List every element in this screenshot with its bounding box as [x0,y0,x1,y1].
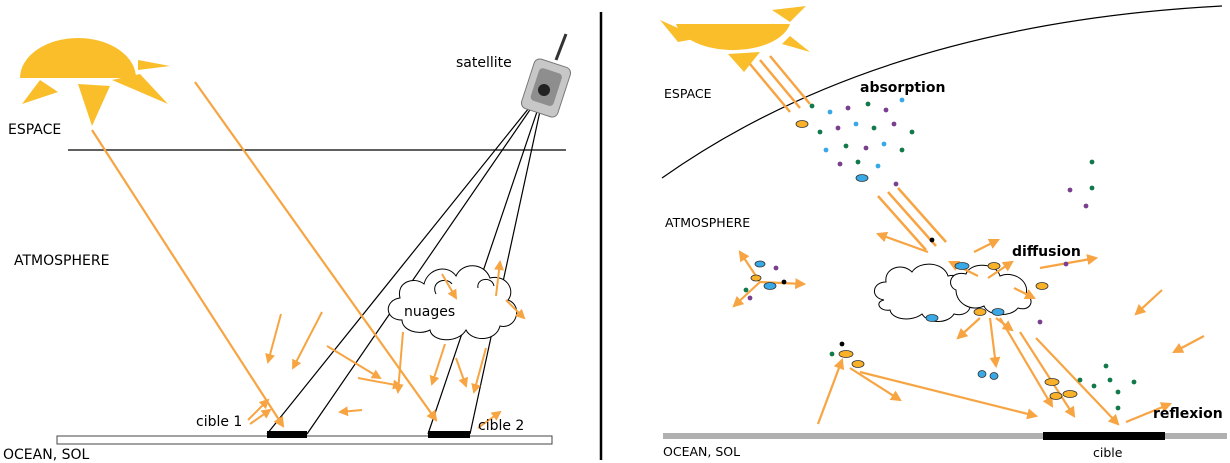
incoming-sun-rays [91,81,438,428]
satellite-label: satellite [456,55,512,71]
right-panel: ESPACE ATMOSPHERE absorption diffusion r… [660,5,1227,460]
clouds-label: nuages [404,304,455,320]
target-1-mark [267,431,307,438]
left-atmosphere-label: ATMOSPHERE [14,253,109,269]
diffusion-label: diffusion [1012,244,1081,260]
target-mark [1043,432,1165,440]
target-1-label: cible 1 [196,414,242,430]
left-espace-label: ESPACE [8,122,61,138]
sun-icon [660,6,810,72]
cloud-icon [387,265,518,341]
reflection-label: reflexion [1153,406,1223,422]
right-atmosphere-label: ATMOSPHERE [665,215,750,230]
left-ocean-ground-label: OCEAN, SOL [3,447,89,463]
right-ocean-ground-label: OCEAN, SOL [663,444,740,459]
target-2-label: cible 2 [478,418,524,434]
incoming-triple-ray [749,55,947,251]
scattered-rays [247,260,526,429]
absorption-label: absorption [860,80,945,96]
satellite-icon [520,33,572,118]
surface-particles [829,341,1137,411]
scattering-rays [732,231,1205,426]
target-label: cible [1093,445,1123,460]
sun-icon [20,38,170,126]
ground-bar [663,433,1227,439]
left-panel: ESPACE ATMOSPHERE satellite nuages cible… [3,33,572,463]
absorption-particles [795,97,1095,209]
satellite-view-lines [266,87,546,435]
cloud-icon [874,263,1032,322]
atmosphere-boundary-arc [661,5,1223,179]
target-2-mark [428,431,470,438]
diffusion-particles [743,237,1069,325]
right-espace-label: ESPACE [664,86,712,101]
